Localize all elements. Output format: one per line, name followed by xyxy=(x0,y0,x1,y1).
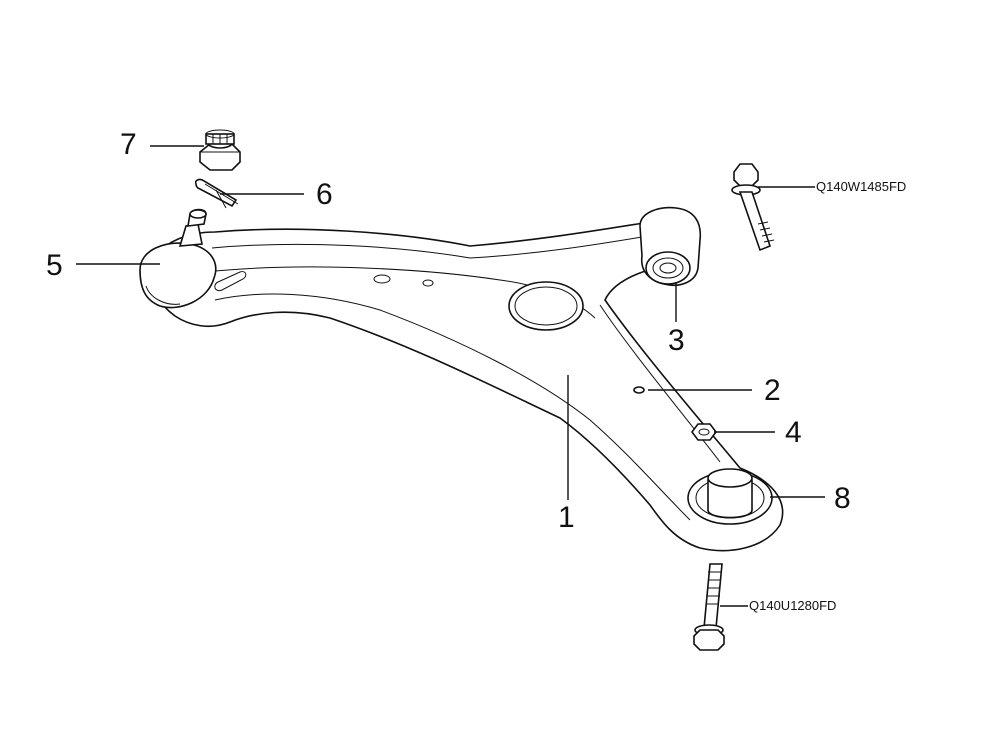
callout-7: 7 xyxy=(120,128,137,161)
ball-joint xyxy=(139,208,217,309)
callout-2: 2 xyxy=(764,374,781,407)
callout-4: 4 xyxy=(785,416,802,449)
part-code-lower-bolt: Q140U1280FD xyxy=(749,598,836,613)
callout-8: 8 xyxy=(834,482,851,515)
front-bushing xyxy=(639,206,702,286)
callout-3: 3 xyxy=(668,324,685,357)
control-arm-body xyxy=(149,221,784,552)
part-code-upper-bolt: Q140W1485FD xyxy=(816,179,906,194)
callout-labels: 1 2 3 4 5 6 7 8 xyxy=(46,128,851,534)
lower-bolt xyxy=(693,563,725,651)
dowel-part-2 xyxy=(633,386,645,394)
callout-6: 6 xyxy=(316,178,333,211)
rear-bushing xyxy=(687,468,773,525)
upper-bolt xyxy=(731,163,775,252)
callout-1: 1 xyxy=(558,501,575,534)
leader-lines xyxy=(76,145,825,607)
callout-5: 5 xyxy=(46,249,63,282)
flange-nut xyxy=(691,423,717,441)
castle-nut xyxy=(199,129,241,171)
part-code-labels: Q140W1485FD Q140U1280FD xyxy=(749,179,906,613)
